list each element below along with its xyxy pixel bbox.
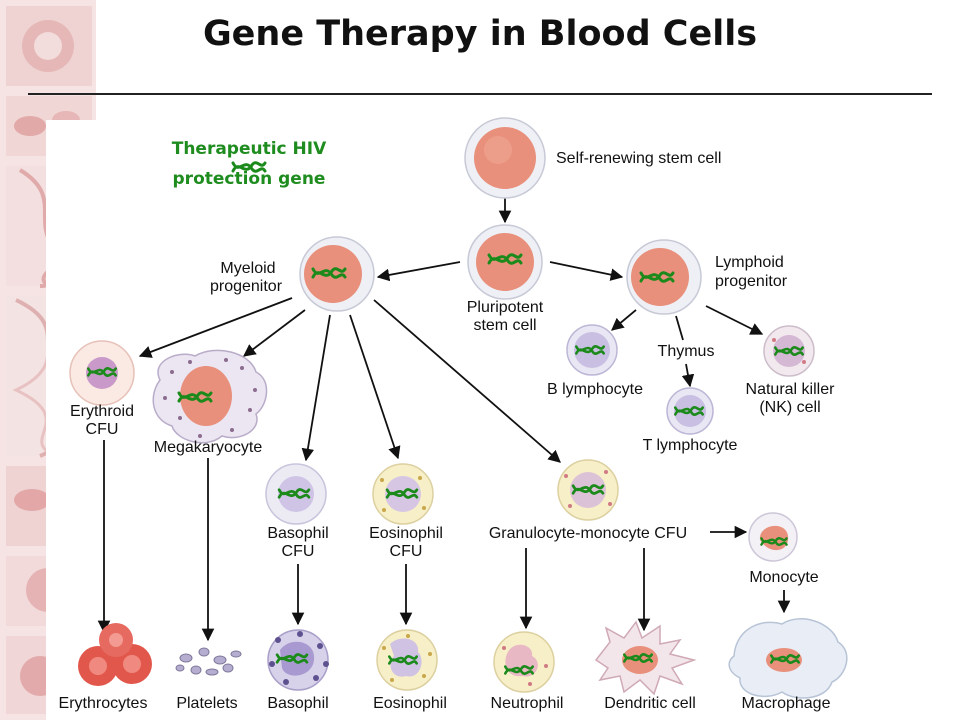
label-basophil-cfu-1: Basophil	[267, 525, 328, 542]
arrow-lymphoid-to-nk	[705, 305, 764, 335]
label-erythrocytes: Erythrocytes	[59, 695, 148, 712]
dendritic-cell	[594, 620, 697, 696]
arrow-pluripotent-to-lymphoid	[549, 261, 624, 281]
arrow-myeloid-to-basophil-cfu	[301, 314, 331, 462]
macrophage-cell	[728, 618, 848, 699]
basophil-cell	[267, 629, 329, 691]
slide-title: Gene Therapy in Blood Cells	[202, 14, 758, 54]
label-lymphoid-1: Lymphoid	[715, 254, 784, 271]
arrow-myeloid-to-eosinophil-cfu	[349, 314, 401, 460]
platelets-cells	[175, 647, 242, 676]
label-eosinophil: Eosinophil	[373, 695, 447, 712]
b-lymphocyte-cell	[566, 324, 618, 376]
gene-legend-line-1: Therapeutic HIV	[172, 139, 327, 159]
myeloid-progenitor-cell	[299, 236, 375, 312]
label-macrophage: Macrophage	[742, 695, 831, 712]
label-t-lymphocyte: T lymphocyte	[643, 437, 738, 454]
label-pluripotent-1: Pluripotent	[467, 299, 544, 316]
label-eosinophil-cfu-1: Eosinophil	[369, 525, 443, 542]
title-divider	[28, 93, 932, 95]
label-b-lymphocyte: B lymphocyte	[547, 381, 643, 398]
basophil-cfu-cell	[265, 463, 327, 525]
arrow-myeloid-to-megakaryocyte	[242, 309, 306, 357]
erythroid-cfu-cell	[69, 340, 135, 406]
arrow-lymphoid-to-b	[611, 309, 637, 331]
label-nk-2: (NK) cell	[759, 399, 820, 416]
stem-cell	[464, 117, 546, 199]
cell-labels: Self-renewing stem cell Pluripotent stem…	[59, 150, 836, 712]
label-nk-1: Natural killer	[746, 381, 836, 398]
arrows	[97, 198, 791, 642]
label-stem-cell: Self-renewing stem cell	[556, 150, 721, 167]
arrow-pluripotent-to-myeloid	[376, 261, 461, 282]
label-pluripotent-2: stem cell	[473, 317, 536, 334]
label-platelets: Platelets	[176, 695, 237, 712]
arrow-myeloid-to-erythroid	[138, 297, 293, 358]
lymphoid-progenitor-cell	[626, 239, 702, 315]
label-neutrophil: Neutrophil	[491, 695, 564, 712]
label-thymus: Thymus	[658, 343, 715, 360]
label-monocyte: Monocyte	[749, 569, 818, 586]
label-erythroid-1: Erythroid	[70, 403, 134, 420]
megakaryocyte-cell	[152, 349, 268, 444]
nk-cell	[763, 325, 815, 377]
label-dendritic-cell: Dendritic cell	[604, 695, 696, 712]
arrow-lymphoid-to-thymus	[675, 315, 684, 341]
eosinophil-cfu-cell	[372, 463, 434, 525]
pluripotent-stem-cell	[467, 224, 543, 300]
t-lymphocyte-cell	[666, 387, 714, 435]
gm-cfu-cell	[557, 459, 619, 521]
neutrophil-cell	[493, 631, 555, 693]
label-myeloid-2: progenitor	[210, 278, 283, 295]
label-basophil-cfu-2: CFU	[282, 543, 315, 560]
label-erythroid-2: CFU	[86, 421, 119, 438]
label-myeloid-1: Myeloid	[220, 260, 275, 277]
monocyte-cell	[748, 512, 798, 562]
gene-legend-line-2: protection gene	[173, 169, 326, 189]
eosinophil-cell	[376, 629, 438, 691]
label-gm-cfu: Granulocyte-monocyte CFU	[489, 525, 687, 542]
label-megakaryocyte: Megakaryocyte	[154, 439, 263, 456]
arrow-thymus-to-t	[681, 363, 695, 388]
arrow-myeloid-to-gm-cfu	[373, 299, 561, 463]
erythrocytes-cells	[78, 623, 152, 686]
gene-legend: Therapeutic HIV protection gene	[172, 139, 327, 189]
label-lymphoid-2: progenitor	[715, 273, 788, 290]
label-eosinophil-cfu-2: CFU	[390, 543, 423, 560]
label-basophil: Basophil	[267, 695, 328, 712]
